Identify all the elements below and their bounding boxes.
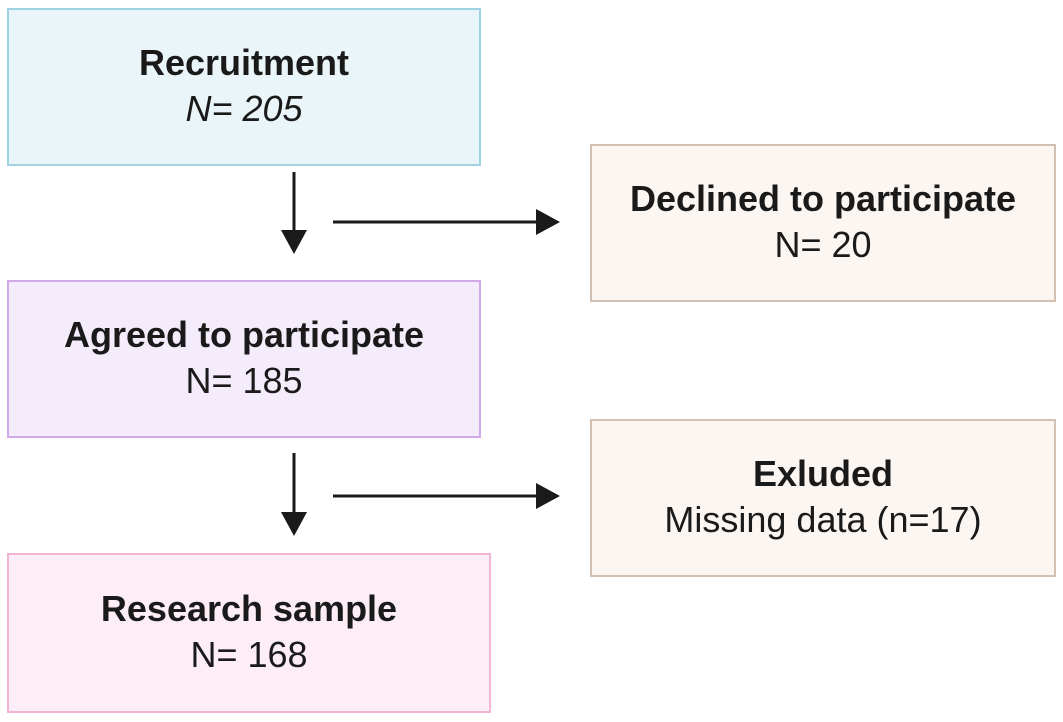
agreed-box: Agreed to participate N= 185 — [7, 280, 481, 438]
sample-box: Research sample N= 168 — [7, 553, 491, 713]
sample-count: N= 168 — [190, 634, 308, 675]
excluded-box: Exluded Missing data (n=17) — [590, 419, 1056, 577]
excluded-title: Exluded — [752, 453, 894, 494]
agreed-count: N= 185 — [185, 360, 303, 401]
declined-title: Declined to participate — [629, 178, 1017, 219]
recruitment-box: Recruitment N= 205 — [7, 8, 481, 166]
sample-title: Research sample — [100, 588, 398, 629]
arrow-to-excluded — [333, 483, 560, 509]
recruitment-count: N= 205 — [185, 88, 303, 129]
arrow-recruitment-to-agreed — [281, 172, 307, 254]
excluded-reason: Missing data (n=17) — [664, 499, 982, 540]
agreed-title: Agreed to participate — [63, 314, 425, 355]
arrow-agreed-to-sample — [281, 453, 307, 536]
arrow-to-declined — [333, 209, 560, 235]
declined-count: N= 20 — [774, 224, 872, 265]
recruitment-title: Recruitment — [138, 42, 350, 83]
declined-box: Declined to participate N= 20 — [590, 144, 1056, 302]
